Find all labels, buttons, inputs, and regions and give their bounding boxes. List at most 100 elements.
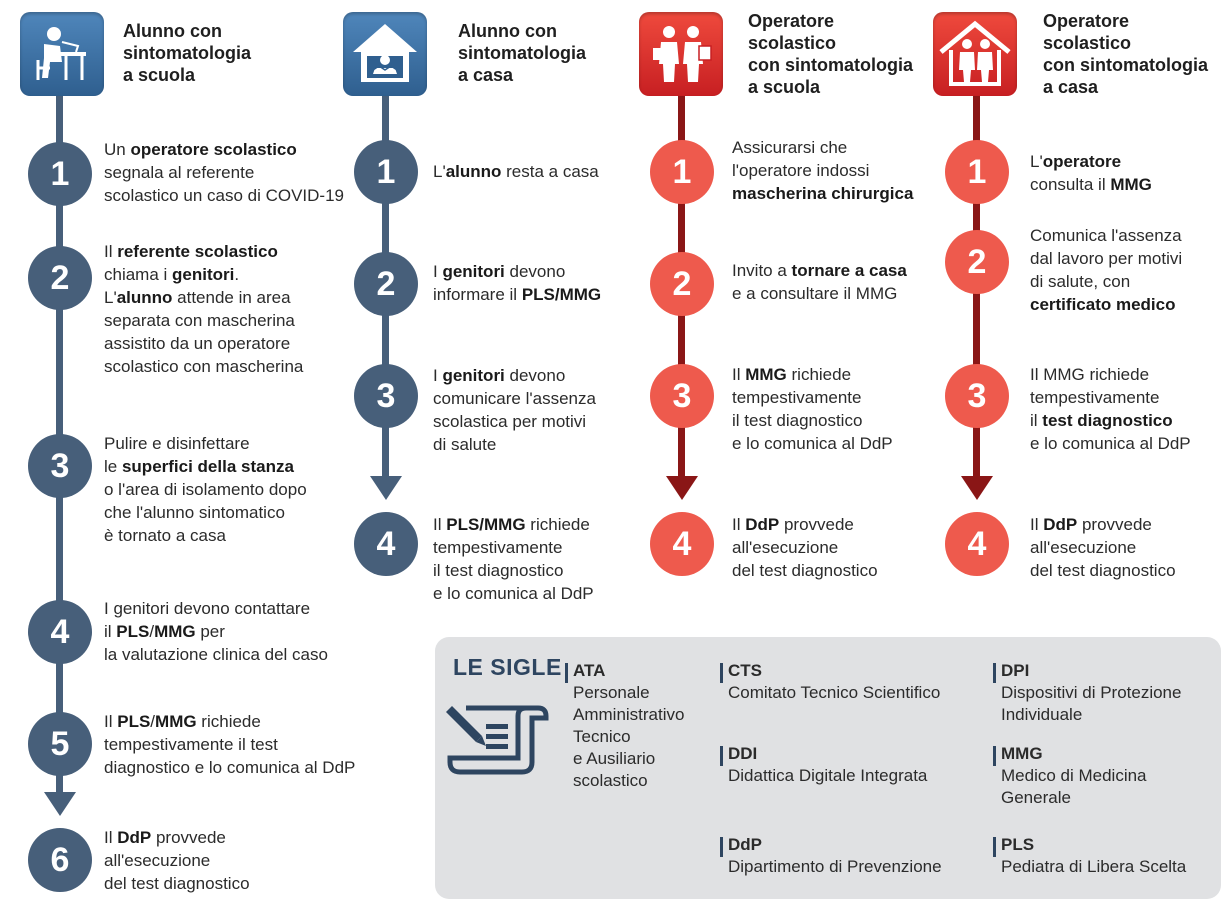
step-text-line: consulta il MMG: [1030, 173, 1152, 196]
step-text-line: chiama i genitori.: [104, 263, 303, 286]
step-text-bold: tornare a casa: [791, 261, 907, 280]
step-text-segment: I: [433, 262, 443, 281]
step-text-line: l'operatore indossi: [732, 159, 913, 182]
timeline-arrow-icon: [961, 476, 993, 500]
step-text-segment: Assicurarsi che: [732, 138, 848, 157]
step-text-segment: scolastico un caso di COVID-19: [104, 186, 344, 205]
step-text-line: all'esecuzione: [1030, 536, 1176, 559]
step-text-segment: il test diagnostico: [433, 561, 564, 580]
step-text-line: segnala al referente: [104, 161, 344, 184]
title-line: sintomatologia: [123, 43, 252, 63]
step-text-segment: informare il: [433, 285, 522, 304]
step-text-bold: MMG: [155, 712, 197, 731]
step-text-segment: all'esecuzione: [1030, 538, 1137, 557]
step-text-segment: e lo comunica al DdP: [433, 584, 594, 603]
step-text-line: è tornato a casa: [104, 524, 307, 547]
step-text-line: e a consultare il MMG: [732, 282, 907, 305]
step-number: 3: [354, 364, 418, 428]
step-text-segment: richiede: [786, 365, 852, 384]
step-text-segment: Pulire e disinfettare: [104, 434, 250, 453]
step-text-bold: MMG: [154, 622, 196, 641]
step-text-segment: L': [433, 162, 446, 181]
desc-line: scolastico: [573, 771, 648, 790]
step-text-segment: comunicare l'assenza: [433, 389, 596, 408]
acronym-desc: Pediatra di Libera Scelta: [1001, 856, 1186, 878]
step-number: 6: [28, 828, 92, 892]
step-number: 4: [945, 512, 1009, 576]
step-text-segment: tempestivamente: [1030, 388, 1160, 407]
step-text-segment: la valutazione clinica del caso: [104, 645, 328, 664]
step-text-bold: genitori: [442, 366, 505, 385]
step-number: 1: [945, 140, 1009, 204]
step-text-bold: genitori: [442, 262, 505, 281]
step-text-segment: per: [195, 622, 225, 641]
step-text-line: all'esecuzione: [104, 849, 250, 872]
step-text-line: L'alunno resta a casa: [433, 160, 599, 183]
acronym-marker: [720, 746, 723, 766]
acronym-marker: [720, 663, 723, 683]
desc-line: Dipartimento di Prevenzione: [728, 857, 942, 876]
step-text-line: tempestivamente: [1030, 386, 1191, 409]
acronyms-title: LE SIGLE: [453, 654, 562, 680]
step-text-bold: MMG: [1110, 175, 1152, 194]
step-number: 1: [650, 140, 714, 204]
step-text-line: e lo comunica al DdP: [433, 582, 594, 605]
acronym-desc: Medico di Medicina Generale: [1001, 765, 1147, 809]
scroll-with-pen-icon: [446, 696, 556, 776]
desc-line: Comitato Tecnico Scientifico: [728, 683, 941, 702]
acronym-abbr: DdP: [728, 835, 762, 854]
step-text-line: dal lavoro per motivi: [1030, 247, 1182, 270]
title-line: Alunno con: [458, 21, 557, 41]
step-text-line: Un operatore scolastico: [104, 138, 344, 161]
title-line: a scuola: [123, 65, 196, 85]
step-text-line: Il MMG richiede: [732, 363, 893, 386]
step-text-segment: Comunica l'assenza: [1030, 226, 1182, 245]
acronym-abbr: CTS: [728, 661, 762, 680]
step-text-segment: scolastica per motivi: [433, 412, 587, 431]
title-line: scolastico: [748, 33, 837, 53]
step-text-segment: attende in area: [172, 288, 291, 307]
acronym-marker: [720, 837, 723, 857]
desc-line: Amministrativo: [573, 705, 685, 724]
acronym-desc: Comitato Tecnico Scientifico: [728, 682, 940, 704]
step-number: 2: [28, 246, 92, 310]
step-text-bold: alunno: [116, 288, 173, 307]
step-text-segment: il: [104, 622, 117, 641]
step-text-line: Il MMG richiede: [1030, 363, 1191, 386]
step-text-bold: MMG: [745, 365, 787, 384]
step-text-segment: e a consultare il MMG: [732, 284, 898, 303]
step-number: 2: [945, 230, 1009, 294]
step-text-line: di salute: [433, 433, 596, 456]
step-text-bold: alunno: [445, 162, 502, 181]
step-text-segment: all'esecuzione: [104, 851, 211, 870]
step-text-segment: devono: [504, 366, 566, 385]
step-text-line: diagnostico e lo comunica al DdP: [104, 756, 355, 779]
step-text-segment: Il: [732, 365, 746, 384]
acronym-desc: Personale Amministrativo Tecnico e Ausil…: [573, 682, 684, 792]
step-text-line: tempestivamente il test: [104, 733, 355, 756]
step-text-line: Pulire e disinfettare: [104, 432, 307, 455]
timeline-arrow-icon: [370, 476, 402, 500]
column-3-title: Operatore scolastico con sintomatologia …: [748, 10, 913, 98]
step-text-segment: provvede: [151, 828, 226, 847]
step-text-segment: chiama i: [104, 265, 173, 284]
step-text-bold: certificato medico: [1030, 295, 1176, 314]
step-number: 4: [28, 600, 92, 664]
desc-line: Pediatra di Libera Scelta: [1001, 857, 1187, 876]
acronym-desc: Didattica Digitale Integrata: [728, 765, 927, 787]
title-line: Operatore: [748, 11, 835, 31]
step-text-bold: PLS/MMG: [446, 515, 526, 534]
title-line: con sintomatologia: [1043, 55, 1209, 75]
staff-at-school-icon: [639, 12, 723, 96]
step-text: L'alunno resta a casa: [433, 160, 599, 183]
step-number: 1: [354, 140, 418, 204]
step-number: 4: [354, 512, 418, 576]
step-text-segment: del test diagnostico: [732, 561, 878, 580]
step-text-line: certificato medico: [1030, 293, 1182, 316]
step-text-line: comunicare l'assenza: [433, 387, 596, 410]
